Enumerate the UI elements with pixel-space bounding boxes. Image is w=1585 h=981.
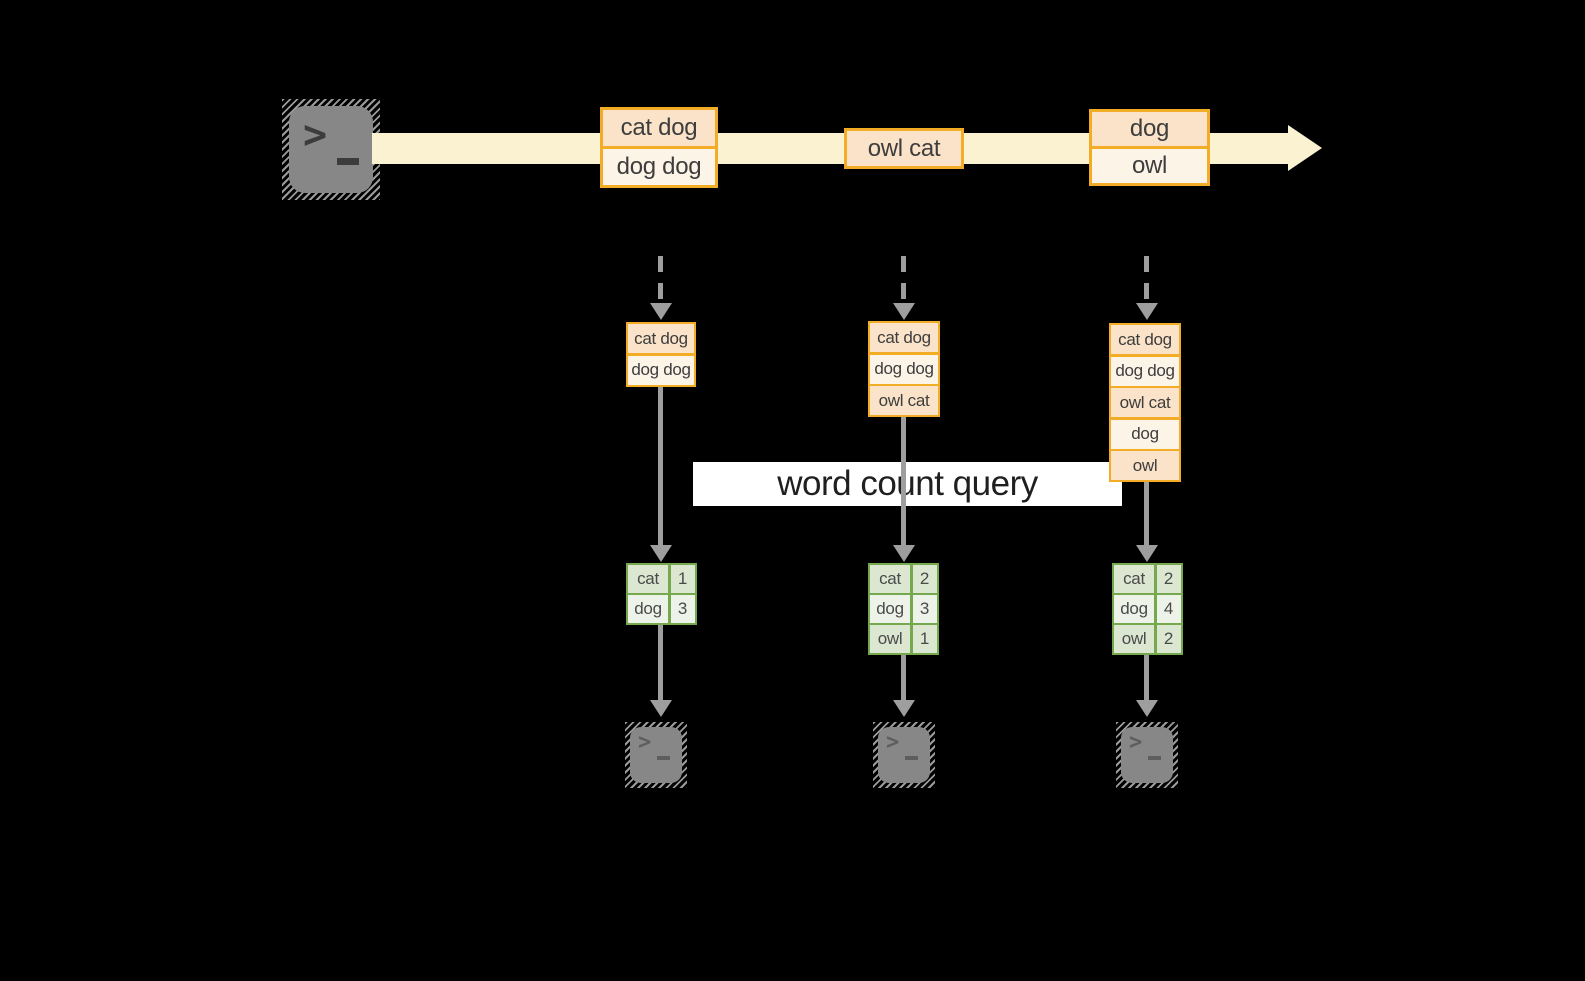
buffer-line: cat dog bbox=[870, 323, 938, 352]
count-cell: 3 bbox=[670, 595, 695, 623]
buffer-line: dog bbox=[1111, 419, 1179, 449]
terminal-prompt-icon: > bbox=[638, 730, 652, 755]
dashed-arrow-stem bbox=[901, 256, 906, 304]
terminal-icon-body: > bbox=[630, 727, 682, 783]
terminal-prompt-icon: > bbox=[1129, 730, 1143, 755]
word-cell: dog bbox=[1114, 595, 1154, 623]
stream-event-1: cat dog dog dog bbox=[600, 107, 718, 188]
terminal-cursor-icon bbox=[1148, 756, 1161, 760]
query-band: word count query bbox=[693, 462, 1122, 506]
event-line: cat dog bbox=[603, 110, 715, 146]
arrowhead-icon bbox=[1136, 700, 1158, 717]
count-table-1: cat 1 dog 3 bbox=[626, 563, 697, 625]
event-line: owl cat bbox=[847, 131, 961, 166]
terminal-icon: > bbox=[873, 722, 935, 788]
word-cell: cat bbox=[870, 565, 910, 593]
word-cell: cat bbox=[1114, 565, 1154, 593]
dashed-arrowhead-icon bbox=[893, 303, 915, 320]
word-cell: dog bbox=[628, 595, 668, 623]
arrowhead-icon bbox=[1136, 545, 1158, 562]
dashed-arrow-stem bbox=[658, 256, 663, 304]
terminal-cursor-icon bbox=[657, 756, 670, 760]
word-cell: owl bbox=[870, 625, 910, 653]
arrow-stem bbox=[901, 654, 906, 701]
buffer-line: owl cat bbox=[870, 386, 938, 415]
count-cell: 3 bbox=[912, 595, 937, 623]
count-cell: 1 bbox=[912, 625, 937, 653]
count-cell: 1 bbox=[670, 565, 695, 593]
count-table-3: cat 2 dog 4 owl 2 bbox=[1112, 563, 1183, 655]
arrowhead-icon bbox=[650, 700, 672, 717]
terminal-icon-body: > bbox=[289, 106, 373, 193]
event-line: owl bbox=[1092, 149, 1207, 183]
arrowhead-icon bbox=[893, 700, 915, 717]
buffer-line: dog dog bbox=[870, 354, 938, 384]
event-line: dog dog bbox=[603, 149, 715, 185]
buffer-line: dog dog bbox=[1111, 356, 1179, 386]
terminal-prompt-icon: > bbox=[303, 112, 328, 158]
query-label: word count query bbox=[777, 464, 1038, 503]
dashed-arrow-stem bbox=[1144, 256, 1149, 304]
buffer-line: cat dog bbox=[1111, 325, 1179, 354]
dashed-arrowhead-icon bbox=[1136, 303, 1158, 320]
dashed-arrowhead-icon bbox=[650, 303, 672, 320]
terminal-icon: > bbox=[1116, 722, 1178, 788]
terminal-icon: > bbox=[625, 722, 687, 788]
stream-event-2: owl cat bbox=[844, 128, 964, 169]
buffer-line: owl bbox=[1111, 451, 1179, 480]
terminal-cursor-icon bbox=[337, 158, 359, 165]
record-buffer-1: cat dog dog dog bbox=[626, 322, 696, 387]
count-table-2: cat 2 dog 3 owl 1 bbox=[868, 563, 939, 655]
count-cell: 2 bbox=[1156, 625, 1181, 653]
arrow-stem bbox=[901, 417, 906, 546]
arrow-stem bbox=[1144, 481, 1149, 546]
arrow-stem bbox=[658, 385, 663, 546]
buffer-line: cat dog bbox=[628, 324, 694, 353]
word-cell: dog bbox=[870, 595, 910, 623]
word-cell: cat bbox=[628, 565, 668, 593]
stream-event-3: dog owl bbox=[1089, 109, 1210, 186]
arrow-stem bbox=[1144, 654, 1149, 701]
terminal-cursor-icon bbox=[905, 756, 918, 760]
buffer-line: owl cat bbox=[1111, 388, 1179, 417]
arrowhead-icon bbox=[893, 545, 915, 562]
arrowhead-icon bbox=[650, 545, 672, 562]
event-line: dog bbox=[1092, 112, 1207, 146]
record-buffer-3: cat dog dog dog owl cat dog owl bbox=[1109, 323, 1181, 482]
count-cell: 2 bbox=[1156, 565, 1181, 593]
count-cell: 4 bbox=[1156, 595, 1181, 623]
stream-arrowhead-icon bbox=[1288, 125, 1322, 171]
terminal-icon-body: > bbox=[878, 727, 930, 783]
word-cell: owl bbox=[1114, 625, 1154, 653]
count-cell: 2 bbox=[912, 565, 937, 593]
terminal-icon-body: > bbox=[1121, 727, 1173, 783]
terminal-prompt-icon: > bbox=[886, 730, 900, 755]
arrow-stem bbox=[658, 624, 663, 701]
terminal-icon: > bbox=[282, 99, 380, 200]
buffer-line: dog dog bbox=[628, 355, 694, 385]
record-buffer-2: cat dog dog dog owl cat bbox=[868, 321, 940, 417]
